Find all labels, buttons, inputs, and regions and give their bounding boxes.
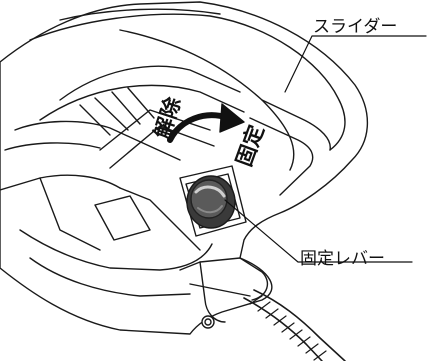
slider-leader xyxy=(284,35,427,93)
lever-leader xyxy=(224,199,413,263)
slider-label: スライダー xyxy=(313,17,398,37)
slider-body xyxy=(0,1,369,335)
cable xyxy=(253,289,346,361)
shell-top-edge xyxy=(29,13,346,151)
fixing-lever-label: 固定レバー xyxy=(300,249,385,269)
